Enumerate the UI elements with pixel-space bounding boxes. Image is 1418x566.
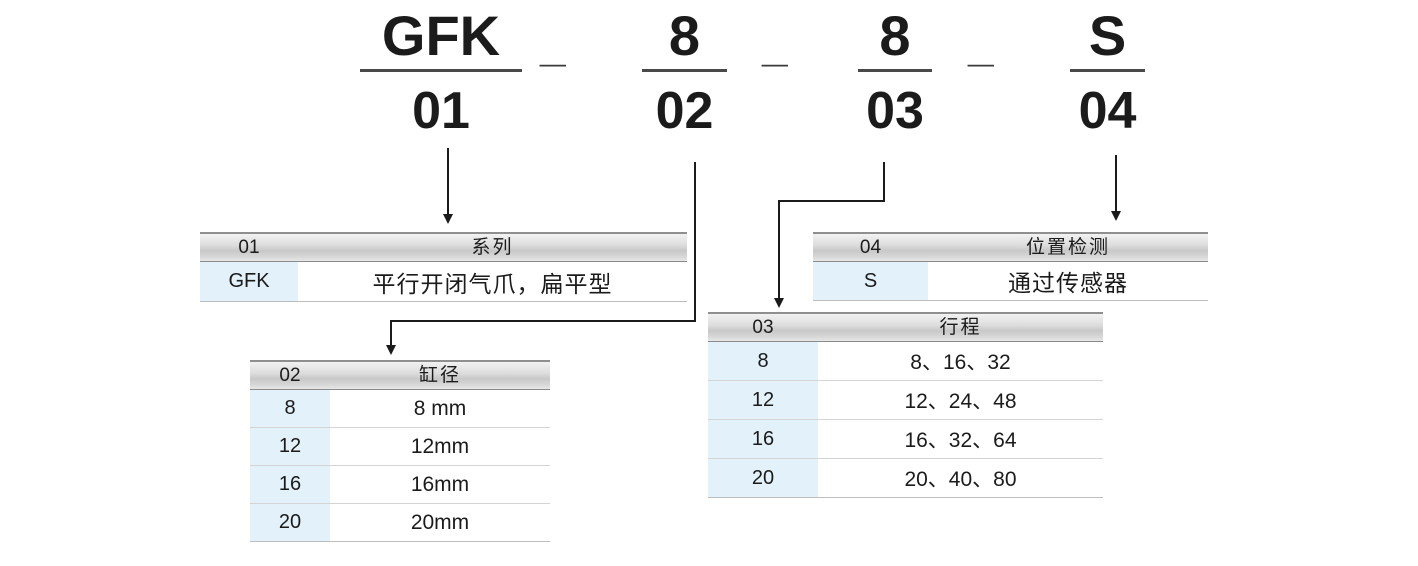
connector-03-arrowhead (774, 298, 784, 308)
table-row: 16 16、32、64 (708, 420, 1103, 459)
table-02-row-2-key: 16 (250, 466, 330, 503)
table-04-header-row: 04 位置检测 (813, 232, 1208, 262)
table-row: 8 8、16、32 (708, 342, 1103, 381)
table-row: 16 16mm (250, 466, 550, 504)
table-03-row-3-key: 20 (708, 459, 818, 497)
table-03-row-1-key: 12 (708, 381, 818, 419)
table-02-header-value: 缸径 (418, 365, 461, 386)
code-part-02-index: 02 (655, 82, 714, 140)
table-03-row-1-value: 12、24、48 (904, 390, 1017, 413)
code-part-03-index: 03 (866, 82, 924, 140)
code-part-02-value: 8 (668, 4, 701, 67)
table-02-row-3-key: 20 (250, 504, 330, 541)
table-01-header-key: 01 (238, 237, 260, 258)
table-03-row-2-value: 16、32、64 (904, 429, 1017, 452)
table-02-header-key: 02 (279, 365, 301, 386)
table-row: 12 12、24、48 (708, 381, 1103, 420)
table-row: 20 20、40、80 (708, 459, 1103, 498)
table-01-series: 01 系列 GFK 平行开闭气爪，扁平型 (200, 232, 687, 302)
table-01-header-value: 系列 (471, 237, 514, 258)
table-03-row-2-key: 16 (708, 420, 818, 458)
connector-03-line-left (778, 200, 885, 202)
connector-02-arrowhead (386, 345, 396, 355)
connector-03-line-down (883, 162, 885, 202)
table-row: 8 8 mm (250, 390, 550, 428)
connector-04-line (1115, 155, 1117, 213)
connector-01-line (447, 148, 449, 216)
connector-03-line-drop (778, 200, 780, 300)
table-02-header-row: 02 缸径 (250, 360, 550, 390)
code-part-03-value: 8 (879, 4, 911, 67)
table-02-row-0-value: 8 mm (413, 396, 467, 420)
table-04-header-key: 04 (859, 237, 882, 258)
table-04-header-value: 位置检测 (1025, 237, 1110, 258)
table-02-row-1-value: 12mm (410, 434, 470, 458)
table-row: S 通过传感器 (813, 262, 1208, 301)
code-separator-3: _ (968, 19, 994, 71)
code-part-04-value: S (1088, 4, 1127, 67)
table-04-row-0-key: S (813, 262, 928, 300)
table-04-row-0-value: 通过传感器 (1008, 270, 1128, 296)
connector-02-line-down (694, 162, 696, 322)
code-separator-1: _ (540, 19, 566, 71)
table-03-header-value: 行程 (939, 317, 982, 338)
table-01-row-0-value: 平行开闭气爪，扁平型 (372, 270, 613, 297)
table-03-row-0-value: 8、16、32 (910, 351, 1011, 374)
connector-04-arrowhead (1111, 211, 1121, 221)
table-02-row-0-key: 8 (250, 390, 330, 427)
code-rule-04 (1070, 69, 1145, 72)
table-04-position-detection: 04 位置检测 S 通过传感器 (813, 232, 1208, 301)
table-02-row-3-value: 20mm (410, 510, 470, 534)
table-01-row-0-key: GFK (200, 262, 298, 301)
code-part-01-value: GFK (381, 4, 501, 67)
code-part-01-index: 01 (412, 82, 470, 140)
table-row: 12 12mm (250, 428, 550, 466)
table-row: GFK 平行开闭气爪，扁平型 (200, 262, 687, 302)
table-02-row-1-key: 12 (250, 428, 330, 465)
table-03-stroke: 03 行程 8 8、16、32 12 12、24、48 16 16、32、64 … (708, 312, 1103, 498)
table-03-row-0-key: 8 (708, 342, 818, 380)
table-03-header-row: 03 行程 (708, 312, 1103, 342)
table-03-row-3-value: 20、40、80 (904, 468, 1017, 491)
table-02-bore: 02 缸径 8 8 mm 12 12mm 16 16mm 20 20mm (250, 360, 550, 542)
code-rule-03 (858, 69, 932, 72)
code-part-04-index: 04 (1078, 82, 1137, 140)
code-rule-01 (360, 69, 522, 72)
code-rule-02 (642, 69, 727, 72)
table-row: 20 20mm (250, 504, 550, 542)
code-separator-2: _ (762, 19, 788, 71)
connector-02-line-left (390, 320, 696, 322)
connector-02-line-drop (390, 320, 392, 348)
table-03-header-key: 03 (752, 317, 774, 338)
table-02-row-2-value: 16mm (410, 472, 470, 496)
table-01-header-row: 01 系列 (200, 232, 687, 262)
connector-01-arrowhead (443, 214, 453, 224)
